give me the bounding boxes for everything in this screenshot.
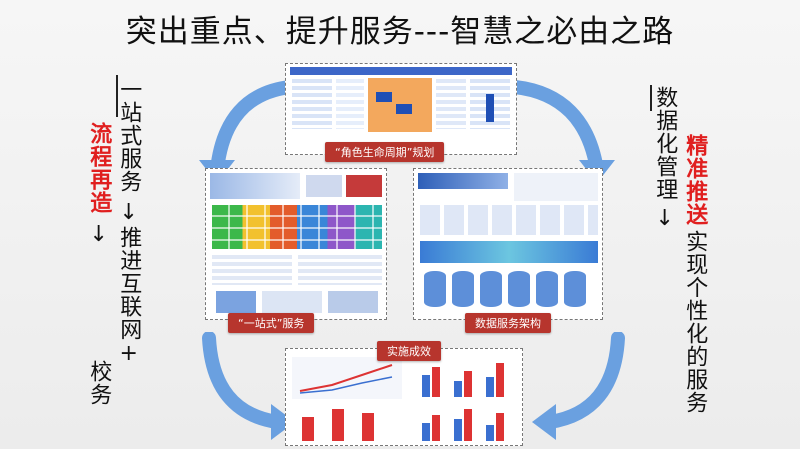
- slide-title: 突出重点、提升服务---智慧之必由之路: [125, 14, 675, 50]
- lifecycle-col-1: [292, 79, 332, 129]
- panel-role-lifecycle: [285, 63, 517, 155]
- right-text-data-management: 数据化管理: [652, 86, 678, 201]
- portal-grid-overlay: [212, 205, 382, 249]
- arch-top-chart: [514, 173, 598, 201]
- portal-list-1: [212, 255, 292, 285]
- right-text-precise-push: 精准推送: [682, 134, 708, 226]
- portal-header: [210, 173, 300, 199]
- lifecycle-center-blue-1: [376, 92, 392, 102]
- arch-db-5: [536, 271, 558, 307]
- result-bar-chart-1-icon: [422, 363, 504, 397]
- right-accent-line: [650, 85, 652, 111]
- arch-db-4: [508, 271, 530, 307]
- left-text-campus-affairs: 校务: [86, 360, 112, 406]
- arch-top-bar: [418, 173, 508, 189]
- left-text-internet-plus: 推进互联网+: [116, 226, 142, 367]
- label-role-lifecycle: “角色生命周期”规划: [325, 142, 445, 162]
- label-implementation-results: 实施成效: [377, 341, 441, 361]
- left-text-process-reengineering: 流程再造: [86, 122, 112, 214]
- panel-data-service-architecture: [413, 168, 603, 320]
- label-data-service-architecture: 数据服务架构: [465, 313, 551, 333]
- arch-db-6: [564, 271, 586, 307]
- lifecycle-col-2: [336, 79, 364, 129]
- portal-list-2: [298, 255, 382, 285]
- label-one-stop-service: “一站式”服务: [228, 313, 315, 333]
- arrow-bottom-right-icon: [532, 332, 625, 440]
- portal-thumb-5: [328, 291, 378, 313]
- left-arrow-1: ↓: [116, 200, 142, 226]
- lifecycle-center-blue-2: [396, 104, 412, 114]
- right-arrow-1: ↓: [652, 206, 678, 232]
- result-bar-chart-2-icon: [302, 409, 374, 441]
- lifecycle-col-3: [436, 79, 466, 129]
- arch-db-2: [452, 271, 474, 307]
- left-arrow-2: ↓: [86, 222, 112, 248]
- right-text-personalized-service: 实现个性化的服务: [682, 230, 708, 414]
- portal-thumb-1: [306, 175, 342, 197]
- result-line-chart-icon: [299, 364, 393, 394]
- arch-pipeline: [420, 241, 598, 263]
- arrow-bottom-left-icon: [202, 332, 295, 440]
- left-accent-line: [116, 75, 118, 117]
- panel-one-stop-service: [205, 168, 387, 320]
- lifecycle-blue-bar: [486, 94, 494, 122]
- portal-thumb-2: [346, 175, 382, 197]
- left-text-one-stop-service: 一站式服务: [116, 78, 142, 193]
- panel-implementation-results: [285, 348, 523, 446]
- portal-thumb-3: [216, 291, 256, 313]
- result-bar-chart-3-icon: [422, 409, 504, 441]
- arch-mid-layer: [420, 205, 598, 235]
- arch-db-3: [480, 271, 502, 307]
- lifecycle-header-bar: [290, 67, 512, 75]
- arch-db-1: [424, 271, 446, 307]
- portal-thumb-4: [262, 291, 322, 313]
